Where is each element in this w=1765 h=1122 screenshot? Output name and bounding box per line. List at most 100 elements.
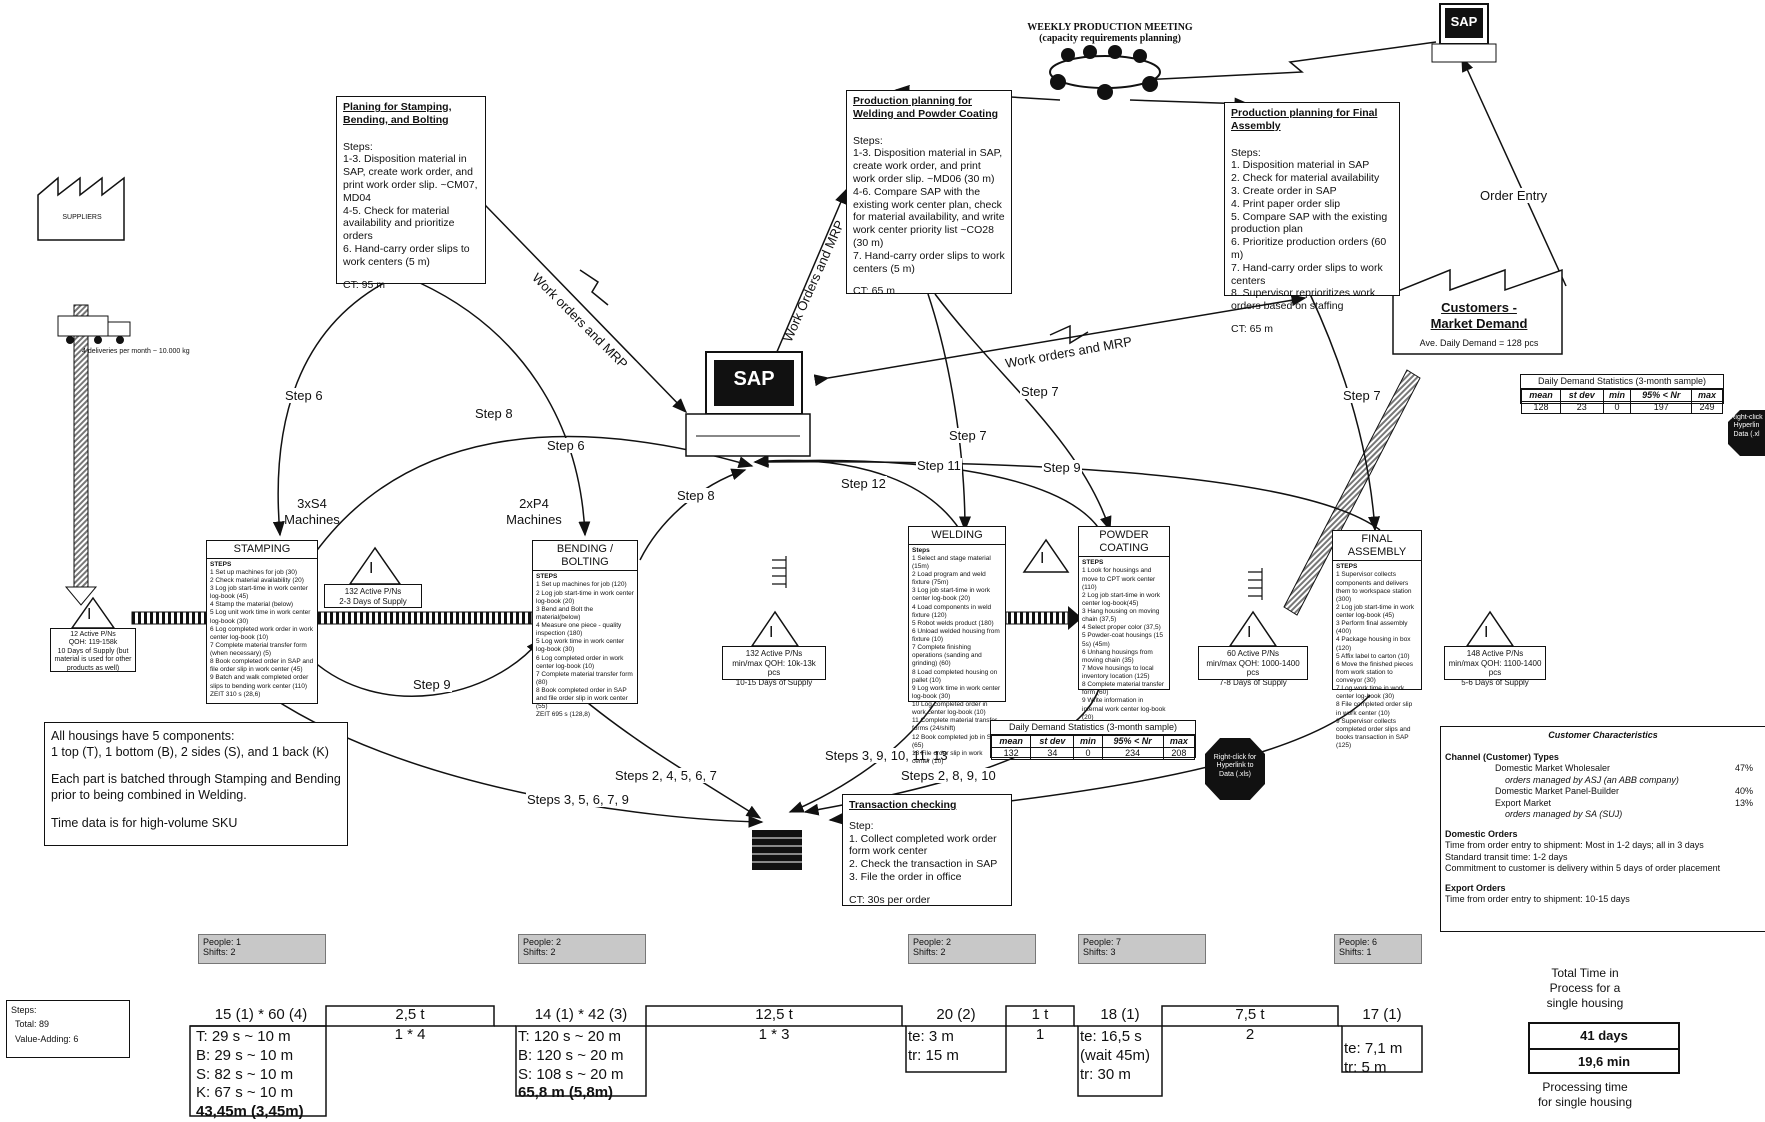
people-shift-powder: People: 7Shifts: 3: [1078, 934, 1206, 964]
timeline-line: (wait 45m): [1080, 1047, 1150, 1064]
step-label: Step 9: [1042, 460, 1082, 475]
inventory-letter: I: [87, 606, 91, 624]
step-label: Steps 3, 5, 6, 7, 9: [526, 792, 630, 807]
cc-title: Customer Characteristics: [1445, 730, 1761, 742]
stats-value: 23: [1560, 402, 1603, 414]
cc-text: Domestic Market Panel-Builder: [1445, 786, 1619, 798]
machine-count: 3xS4: [297, 496, 327, 511]
cc-line: Commitment to customer is delivery withi…: [1445, 863, 1761, 875]
inventory-bend-weld: 132 Active P/Ns min/max QOH: 10k-13k pcs…: [722, 646, 826, 680]
process-step: 11 Complete material transfer forms (24/…: [912, 717, 1002, 733]
plan-stamping-title: Planing for Stamping, Bending, and Bolti…: [343, 101, 479, 127]
steps-value-adding: Value-Adding: 6: [11, 1032, 125, 1046]
plan-line: 1. Disposition material in SAP: [1231, 159, 1393, 172]
process-step: 12 Book completed job in SAP (65): [912, 734, 1002, 750]
timeline-line: te: 16,5 s: [1080, 1028, 1142, 1045]
stats-table: meanst devmin95% < Nrmax 128230197249: [1521, 389, 1723, 414]
process-step: 3 Log job start-time in work center log-…: [912, 587, 1002, 603]
process-step: 9 Write information in internal work cen…: [1082, 697, 1166, 721]
plan-ct: CT: 95 m: [343, 279, 479, 292]
cc-text: Export Market: [1445, 798, 1551, 810]
plan-line: 6. Prioritize production orders (60 m): [1231, 236, 1393, 262]
process-step: 4 Stamp the material (below): [210, 601, 314, 609]
process-step: 2 Log job start-time in work center log-…: [1082, 592, 1166, 608]
process-step: 3 Bend and Bolt the material(below): [536, 606, 634, 622]
shift-count: Shifts: 2: [203, 947, 236, 957]
stats-col: mean: [992, 736, 1031, 748]
transaction-title: Transaction checking: [849, 799, 1005, 812]
inv-line: 12 Active P/Ns: [70, 631, 116, 638]
people-count: People: 1: [203, 937, 241, 947]
demand-stats-mid: Daily Demand Statistics (3-month sample)…: [990, 720, 1196, 758]
document-stack-icon: [752, 830, 802, 870]
inv-line: QOH: 119-158k: [69, 639, 118, 646]
timeline-wait-3-top: 1 t: [1006, 1006, 1074, 1025]
steps-title: Steps:: [11, 1003, 125, 1017]
people-shift-stamping: People: 1Shifts: 2: [198, 934, 326, 964]
cc-line: Export Orders: [1445, 883, 1761, 895]
inventory-triangle-weld: [1024, 540, 1068, 572]
process-step: 2 Log job start-time in work center log-…: [536, 590, 634, 606]
cc-line: Channel (Customer) Types: [1445, 752, 1761, 764]
process-welding: WELDING Steps1 Select and stage material…: [908, 526, 1006, 702]
process-step: 9 Supervisor collects completed order sl…: [1336, 718, 1418, 751]
shift-count: Shifts: 2: [523, 947, 556, 957]
process-step: 3 Log job start-time in work center log-…: [210, 585, 314, 601]
plan-final-box: Production planning for Final Assembly S…: [1224, 102, 1400, 296]
processing-time-label: Processing timefor single housing: [1520, 1080, 1650, 1110]
transaction-line: 2. Check the transaction in SAP: [849, 858, 1005, 871]
stats-value: 0: [1603, 402, 1631, 414]
plan-ct: CT: 65 m: [1231, 323, 1393, 336]
process-step: 5 Robot welds product (180): [912, 620, 1002, 628]
stats-header: Daily Demand Statistics (3-month sample): [1521, 375, 1723, 389]
process-step: 8 Book completed order in SAP and file o…: [536, 687, 634, 711]
plan-line: 4-5. Check for material availability and…: [343, 205, 479, 243]
stats-table: meanst devmin95% < Nrmax 132340234208: [991, 735, 1195, 760]
process-step: 1 Look for housings and move to CPT work…: [1082, 567, 1166, 591]
plan-ct: CT: 65 m: [853, 285, 1005, 298]
customers-daily-demand: Ave. Daily Demand = 128 pcs: [1396, 338, 1562, 348]
cc-line: Domestic Orders: [1445, 829, 1761, 841]
process-step: 6 Unload welded housing from fixture (10…: [912, 628, 1002, 644]
plan-final-title: Production planning for Final Assembly: [1231, 107, 1393, 133]
plan-line: 3. Create order in SAP: [1231, 185, 1393, 198]
step-label: Step 12: [840, 476, 887, 491]
cc-text: Domestic Orders: [1445, 829, 1518, 841]
process-step: 8 Complete material transfer form (60): [1082, 681, 1166, 697]
plan-line: Steps:: [343, 141, 479, 154]
customer-characteristics: Customer Characteristics Channel (Custom…: [1440, 726, 1765, 932]
step-label: Step 6: [284, 388, 324, 403]
people-count: People: 6: [1339, 937, 1377, 947]
process-step: 8 File completed order slip in work cent…: [1336, 701, 1418, 717]
shift-count: Shifts: 2: [913, 947, 946, 957]
machines-bending: 2xP4Machines: [494, 496, 574, 527]
cc-text: Channel (Customer) Types: [1445, 752, 1559, 764]
process-step: 2 Load program and weld fixture (75m): [912, 571, 1002, 587]
timeline-wait-4-top: 7,5 t: [1162, 1006, 1338, 1025]
process-step: 6 Unhang housings from moving chain (35): [1082, 649, 1166, 665]
process-step: 5 Log unit work time in work center log-…: [210, 609, 314, 625]
stats-value: 208: [1163, 748, 1194, 760]
cc-text: Time from order entry to shipment: 10-15…: [1445, 894, 1630, 906]
inventory-final-cust: 148 Active P/Ns min/max QOH: 1100-1400 p…: [1444, 646, 1546, 680]
total-days-box: 41 days 19,6 min: [1528, 1022, 1680, 1074]
stats-col: mean: [1522, 390, 1561, 402]
timeline-total: 65,8 m (5,8m): [518, 1084, 613, 1101]
truck-icon: [58, 316, 130, 344]
inventory-letter: I: [1247, 624, 1251, 642]
stats-col: st dev: [1031, 736, 1074, 748]
timeline-final-top: 17 (1): [1342, 1006, 1422, 1025]
sap-label: SAP: [714, 368, 794, 391]
shift-count: Shifts: 1: [1339, 947, 1372, 957]
process-step: Steps: [912, 547, 1002, 555]
timeline-line: T: 120 s ~ 20 m: [518, 1028, 621, 1045]
inv-line: 10 Days of Supply (but material is used …: [54, 648, 131, 672]
delivery-label: 4 deliveries per month ~ 10.000 kg: [82, 348, 190, 355]
demand-stats-right: Daily Demand Statistics (3-month sample)…: [1520, 374, 1724, 404]
step-label: Step 8: [474, 406, 514, 421]
